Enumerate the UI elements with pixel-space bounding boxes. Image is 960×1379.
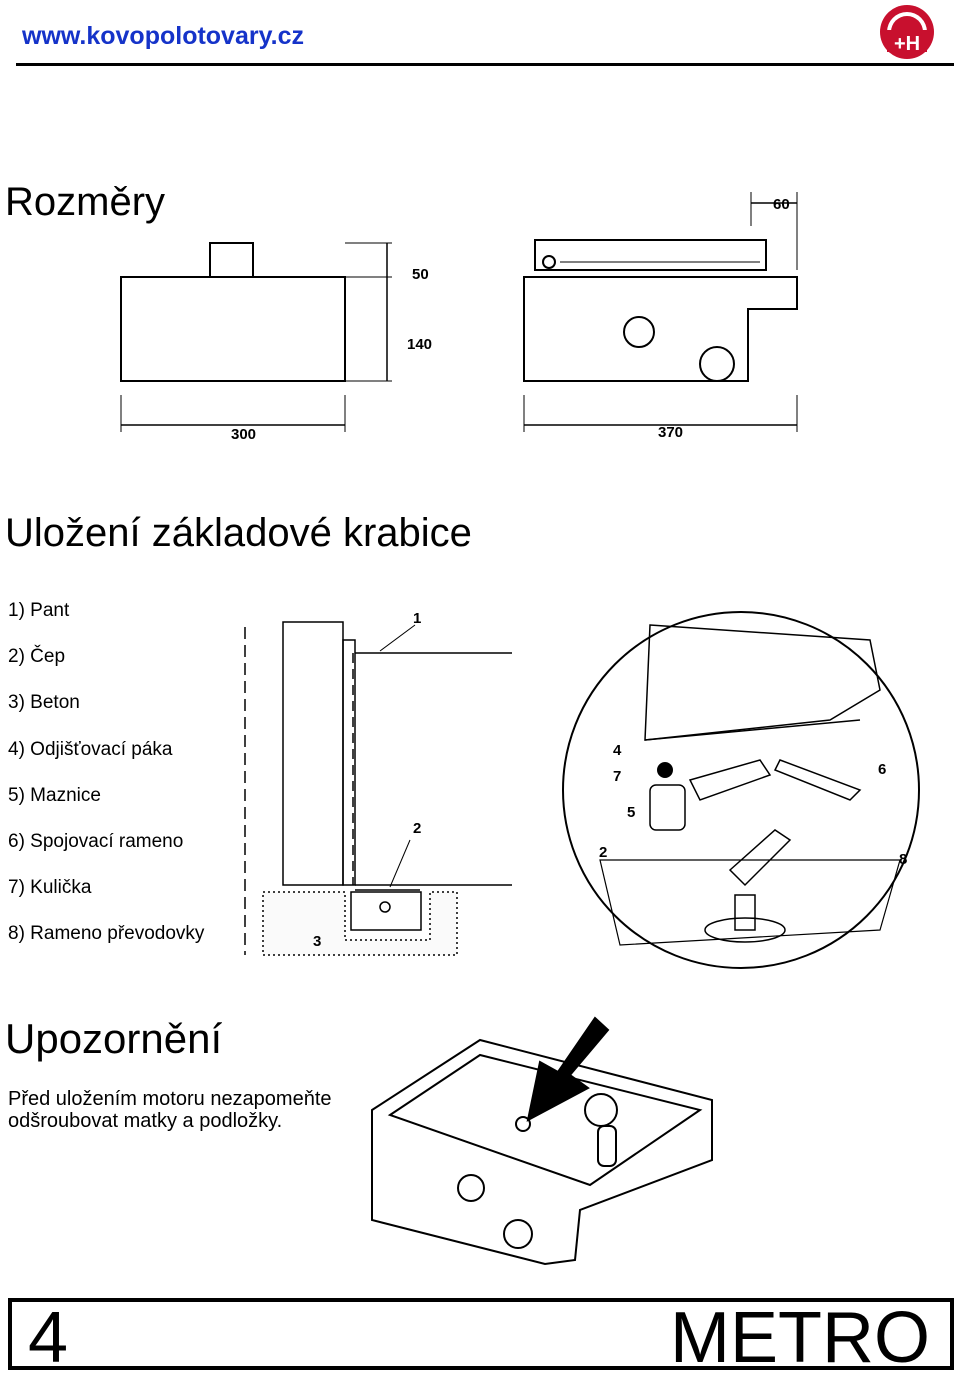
callout-1: 1	[413, 610, 422, 627]
dimension-300: 300	[231, 426, 257, 443]
legend-item: 4) Odjišťovací páka	[8, 738, 173, 760]
dimension-60: 60	[773, 196, 790, 213]
base-box-drawing	[371, 1016, 713, 1266]
legend-item: 3) Beton	[8, 692, 80, 714]
dimension-140: 140	[407, 336, 433, 353]
section-title-dimensions: Rozměry	[5, 180, 166, 224]
callout-4: 4	[613, 742, 622, 759]
box-side-view	[120, 242, 392, 432]
legend-item: 8) Rameno převodovky	[8, 923, 205, 945]
warning-text: Před uložením motoru nezapomeňte odšroub…	[8, 1088, 332, 1132]
header-divider	[16, 63, 954, 66]
callout-5: 5	[627, 804, 636, 821]
legend-item: 7) Kulička	[8, 877, 92, 899]
detail-view	[562, 611, 920, 969]
legend-item: 5) Maznice	[8, 784, 101, 806]
svg-text:+H: +H	[894, 33, 920, 55]
parts-legend: 1) Pant 2) Čep 3) Beton 4) Odjišťovací p…	[8, 600, 204, 970]
callout-2: 2	[413, 820, 422, 837]
callout-7: 7	[613, 768, 622, 785]
callout-3: 3	[313, 933, 322, 950]
box-top-view	[523, 192, 798, 432]
section-title-installation: Uložení základové krabice	[5, 511, 472, 555]
legend-item: 1) Pant	[8, 600, 70, 621]
installation-section	[244, 621, 512, 956]
legend-item: 6) Spojovací rameno	[8, 830, 184, 852]
kovomat-logo: +H	[880, 5, 934, 59]
callout-2-detail: 2	[599, 844, 608, 861]
footer-box	[8, 1298, 954, 1370]
product-name: METRO	[670, 1298, 930, 1378]
section-title-warning: Upozornění	[5, 1015, 223, 1062]
dimension-50: 50	[412, 266, 429, 283]
page-number: 4	[28, 1298, 69, 1378]
dimension-370: 370	[658, 424, 684, 441]
callout-6: 6	[878, 761, 887, 778]
callout-8: 8	[899, 851, 908, 868]
website-url: www.kovopolotovary.cz	[22, 22, 304, 50]
legend-item: 2) Čep	[8, 646, 66, 668]
